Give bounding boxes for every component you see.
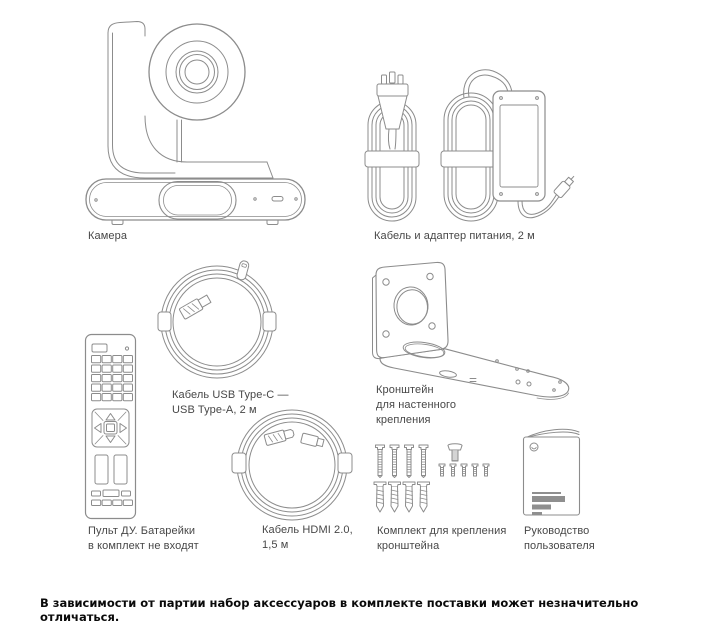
- remote-label: Пульт ДУ. Батарейки в комплект не входят: [88, 525, 199, 552]
- small-screws: [438, 463, 490, 477]
- usb-cable-label: Кабель USB Type-C — USB Type-A, 2 м: [172, 389, 289, 416]
- hdmi-cable-label: Кабель HDMI 2.0, 1,5 м: [262, 524, 353, 551]
- camera-lens: [148, 23, 246, 121]
- hdmi-plug: [263, 428, 295, 446]
- footer-note: В зависимости от партии набор аксессуаро…: [40, 596, 639, 622]
- mounting-kit-illustration: [373, 443, 490, 513]
- usb-a-plug: [179, 294, 212, 320]
- usb-c-plug: [236, 260, 250, 281]
- power-cord-coil: [364, 71, 420, 222]
- camera-illustration: [85, 21, 306, 225]
- user-guide-label: Руководство пользователя: [524, 525, 595, 552]
- long-screws: [375, 444, 429, 478]
- remote-ir-led: [124, 346, 130, 351]
- wall-bracket-label: Кронштейн для настенного крепления: [376, 384, 457, 426]
- hdmi-plug-2: [300, 432, 325, 448]
- wall-bracket-illustration: [372, 261, 570, 400]
- hdmi-cable-illustration: [231, 409, 353, 521]
- thumb-screw: [447, 443, 463, 462]
- brand-logo-icon: [529, 442, 539, 452]
- power-plug: [376, 71, 409, 150]
- camera-base: [85, 178, 306, 225]
- guide-text-bars: [532, 492, 565, 516]
- power-brick: [492, 90, 546, 202]
- remote-dpad: [91, 408, 130, 448]
- wall-anchors: [373, 481, 430, 513]
- camera-label: Камера: [88, 230, 128, 242]
- barrel-connector: [517, 175, 575, 219]
- remote-illustration: [84, 333, 137, 520]
- power-adapter-label: Кабель и адаптер питания, 2 м: [374, 230, 535, 242]
- mounting-kit-label: Комплект для крепления кронштейна: [377, 525, 507, 552]
- usb-cable-illustration: [157, 260, 277, 379]
- power-cable-adapter-illustration: [364, 69, 575, 222]
- remote-button-grid: [91, 355, 133, 402]
- user-guide-illustration: [522, 428, 581, 516]
